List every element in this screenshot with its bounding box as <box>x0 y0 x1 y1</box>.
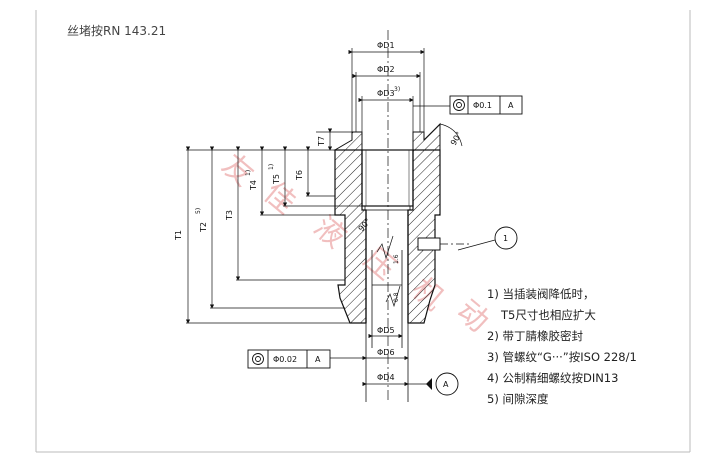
dim-d2: ΦD2 <box>377 65 395 74</box>
dim-t6: T6 <box>295 170 304 181</box>
tolerance-frame-top: Φ0.1 A <box>449 95 523 115</box>
roughness-symbol-2 <box>385 285 401 308</box>
dim-t7: T7 <box>317 136 326 147</box>
dim-t2-note: 5) <box>195 208 202 214</box>
roughness-symbol-1 <box>376 235 394 260</box>
concentricity-icon <box>252 353 264 365</box>
roughness-1: 1.6 <box>393 254 400 264</box>
dim-d5: ΦD5 <box>377 326 395 335</box>
dim-d4: ΦD4 <box>377 373 395 382</box>
tolerance-bottom-datum: A <box>315 355 321 364</box>
body-right-top <box>412 122 441 151</box>
dim-d1: ΦD1 <box>377 41 395 50</box>
thread-bore <box>361 149 414 207</box>
note-5: 5) 间隙深度 <box>487 392 549 406</box>
callout-label: 1 <box>503 234 508 243</box>
page-title: 丝堵按RN 143.21 <box>67 24 167 38</box>
dim-d6: ΦD6 <box>377 348 395 357</box>
tolerance-bottom-value: Φ0.02 <box>273 355 297 364</box>
side-port <box>417 237 441 251</box>
concentricity-icon <box>453 99 465 111</box>
roughness-2: 0.8 <box>393 292 400 302</box>
dim-t2: T2 <box>199 222 208 233</box>
dim-t4: T4 <box>249 180 258 191</box>
notes-list: 1) 当插装阀降低时， T5尺寸也相应扩大 2) 带丁腈橡胶密封 3) 管螺纹“… <box>487 284 637 410</box>
tolerance-frame-bottom: Φ0.02 A <box>247 349 331 369</box>
note-4: 4) 公制精细螺纹按DIN13 <box>487 371 619 385</box>
datum-circle <box>435 372 459 396</box>
dim-t4-note: 1) <box>245 170 252 176</box>
tolerance-top-value: Φ0.1 <box>473 101 492 110</box>
dim-d3: ΦD3 <box>377 89 395 98</box>
datum-label: A <box>443 380 449 389</box>
dim-t1: T1 <box>174 230 183 241</box>
note-3: 3) 管螺纹“G···”按ISO 228/1 <box>487 350 637 364</box>
tolerance-top-datum: A <box>508 101 514 110</box>
callout-circle <box>494 226 518 250</box>
dim-t5-note: 1) <box>268 164 275 170</box>
dim-t3: T3 <box>225 210 234 221</box>
body-left-top <box>333 131 363 151</box>
note-1-cont: T5尺寸也相应扩大 <box>501 308 596 322</box>
dim-t5: T5 <box>272 174 281 185</box>
note-1: 1) 当插装阀降低时， <box>487 287 595 301</box>
note-2: 2) 带丁腈橡胶密封 <box>487 329 583 343</box>
dim-d3-note: 3) <box>394 86 400 93</box>
thread-lines <box>365 150 410 206</box>
